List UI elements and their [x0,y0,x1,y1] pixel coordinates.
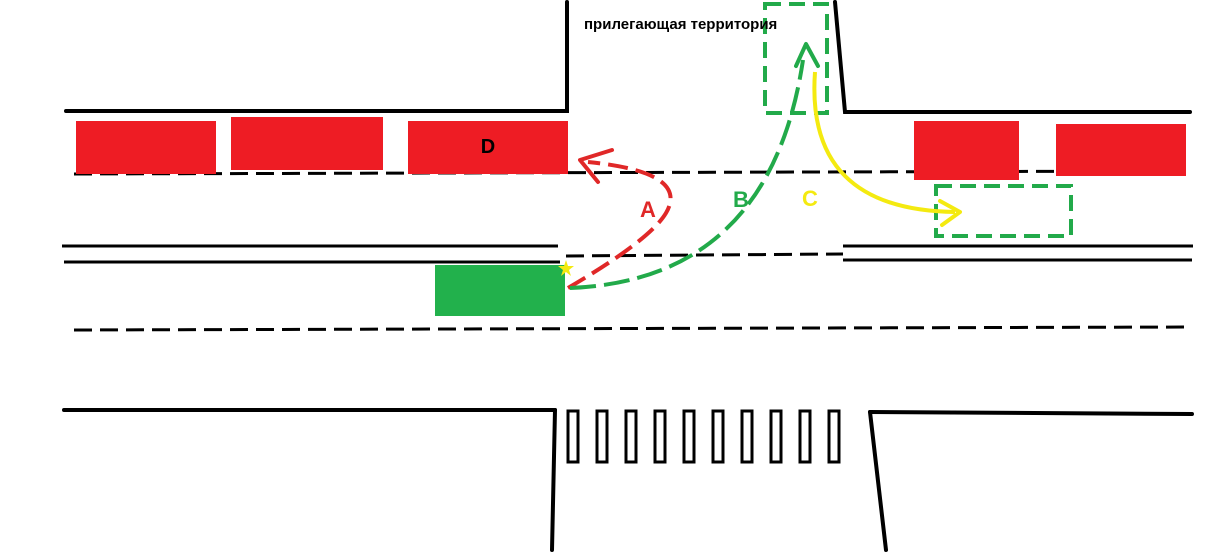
crosswalk-stripe [711,409,725,464]
crosswalk-stripe [769,409,783,464]
adjacent-territory-caption: прилегающая территория [584,16,777,33]
bottom-left-curb-v [550,408,557,552]
adjacent-territory-target [763,2,829,115]
path-c-label: C [802,186,818,211]
intersection-dashed-line [565,252,844,258]
crosswalk-stripe [798,409,812,464]
road-borders [62,0,1194,552]
crosswalk-stripe [827,409,841,464]
path-a [566,160,673,290]
path-b-label: B [733,187,749,212]
bottom-right-curb-h [868,410,1194,416]
own-car [435,265,565,316]
path-b [569,59,805,290]
path-c [812,71,956,214]
parked-car-label: D [481,136,495,158]
crosswalk-stripe [566,409,580,464]
path-b-arrowhead [794,42,820,68]
bottom-lane-dashed-line [73,325,1191,332]
double-center-line [62,244,1193,264]
top-lane-dashed-line [73,169,1189,176]
crosswalk-stripe [740,409,754,464]
path-a-label: A [640,197,656,222]
top-left-curb [64,0,569,113]
crosswalk-stripe [653,409,667,464]
bottom-right-curb-v [868,410,888,552]
pedestrian-crosswalk [566,409,841,464]
parked-car [76,121,216,174]
star-marker [558,260,574,276]
path-a-arrowhead [578,148,614,184]
parked-car [914,121,1019,180]
path-c-arrowhead [938,199,962,227]
crosswalk-stripe [595,409,609,464]
parked-car [1056,124,1186,176]
crosswalk-stripe [624,409,638,464]
top-right-curb [833,0,1192,114]
crosswalk-stripe [682,409,696,464]
dashed-lane-lines [73,169,1191,332]
parked-car [231,117,383,170]
parked-car-d [408,121,568,174]
parked-cars [76,117,1186,180]
